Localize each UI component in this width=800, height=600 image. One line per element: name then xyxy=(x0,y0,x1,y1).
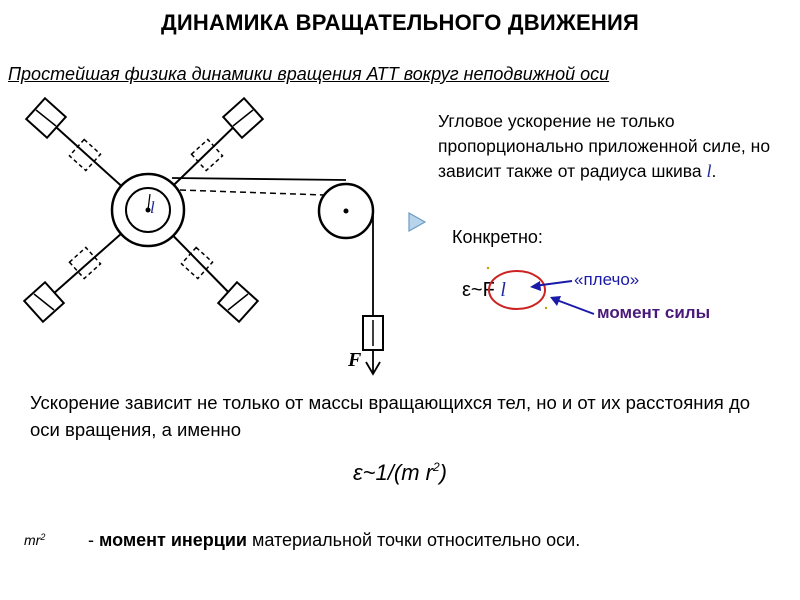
weight-alt-upper-right xyxy=(190,138,224,172)
mr2-symbol: mr2 xyxy=(24,532,45,548)
force-label: F xyxy=(348,349,362,371)
mr2-base: mr xyxy=(24,532,41,548)
para3-rest: материальной точки относительно оси. xyxy=(247,530,581,550)
page-title: ДИНАМИКА ВРАЩАТЕЛЬНОГО ДВИЖЕНИЯ xyxy=(161,10,639,35)
weight-alt-lower-right xyxy=(180,246,214,280)
moment-label: момент силы xyxy=(597,303,711,322)
para3-bold: момент инерции xyxy=(99,530,247,550)
para1-var: l xyxy=(706,161,712,181)
para1-end: . xyxy=(711,161,717,181)
formula1-var: l xyxy=(500,279,506,301)
moment-of-inertia-text: - момент инерции материальной точки отно… xyxy=(88,530,580,551)
moment-arrow xyxy=(553,298,595,315)
cord xyxy=(171,177,347,181)
angular-acceleration-text: Угловое ускорение не только пропорционал… xyxy=(438,109,783,184)
acceleration-text: Ускорение зависит не только от массы вра… xyxy=(30,392,751,440)
formula1-prefix: ε~F xyxy=(462,279,501,301)
inertia-formula: ε~1/(m r2) xyxy=(0,460,800,486)
weight-alt-upper-left xyxy=(68,138,102,172)
plecho-label: «плечо» xyxy=(574,270,640,289)
subtitle: Простейшая физика динамики вращения АТТ … xyxy=(8,64,610,84)
torque-formula: ε~F l xyxy=(462,279,506,302)
formula2-main: ε~1/(m r xyxy=(353,460,433,485)
formula2-sup: 2 xyxy=(432,460,440,474)
weight-alt-lower-left xyxy=(68,246,102,280)
para3-dash: - xyxy=(88,530,99,550)
radius-label: l xyxy=(150,198,155,217)
konkretno-label: Конкретно: xyxy=(452,227,543,247)
formula2-close: ) xyxy=(439,460,447,485)
mr2-sup: 2 xyxy=(40,532,46,542)
para1-text: Угловое ускорение не только пропорционал… xyxy=(438,111,771,181)
torque-ellipse xyxy=(488,270,546,310)
